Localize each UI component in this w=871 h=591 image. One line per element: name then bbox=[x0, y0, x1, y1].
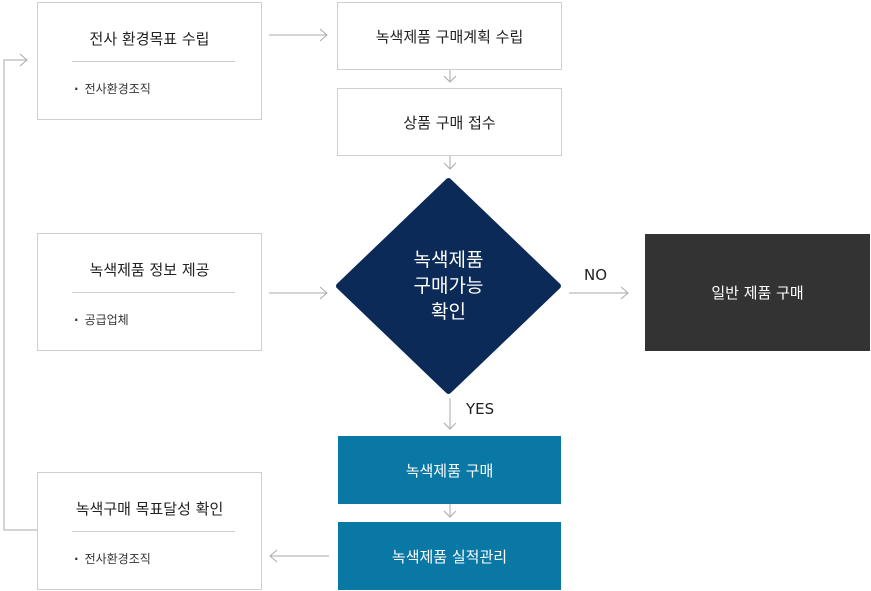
info-divider bbox=[72, 292, 235, 293]
check-title: 녹색구매 목표달성 확인 bbox=[75, 500, 224, 518]
green-manage-box: 녹색제품 실적관리 bbox=[338, 522, 561, 590]
plan-box: 녹색제품 구매계획 수립 bbox=[337, 2, 562, 70]
env-goal-box: 전사 환경목표 수립 전사환경조직 bbox=[37, 2, 262, 120]
env-goal-note: 전사환경조직 bbox=[74, 80, 151, 97]
info-box: 녹색제품 정보 제공 공급업체 bbox=[37, 233, 262, 351]
check-note: 전사환경조직 bbox=[74, 550, 151, 567]
receive-box: 상품 구매 접수 bbox=[337, 88, 562, 156]
info-note: 공급업체 bbox=[74, 311, 129, 328]
check-divider bbox=[72, 531, 235, 532]
env-goal-title: 전사 환경목표 수립 bbox=[89, 30, 210, 48]
general-purchase-box: 일반 제품 구매 bbox=[645, 234, 870, 351]
decision-diamond bbox=[336, 178, 561, 394]
env-goal-divider bbox=[72, 61, 235, 62]
no-label: NO bbox=[584, 266, 608, 284]
info-title: 녹색제품 정보 제공 bbox=[89, 261, 210, 279]
decision-text: 녹색제품 구매가능 확인 bbox=[336, 178, 561, 394]
yes-label: YES bbox=[466, 400, 495, 418]
green-purchase-box: 녹색제품 구매 bbox=[338, 436, 561, 504]
decision-line-2: 구매가능 bbox=[413, 275, 484, 297]
check-box: 녹색구매 목표달성 확인 전사환경조직 bbox=[37, 472, 262, 590]
decision-line-3: 확인 bbox=[431, 301, 466, 323]
decision-line-1: 녹색제품 bbox=[413, 249, 484, 271]
